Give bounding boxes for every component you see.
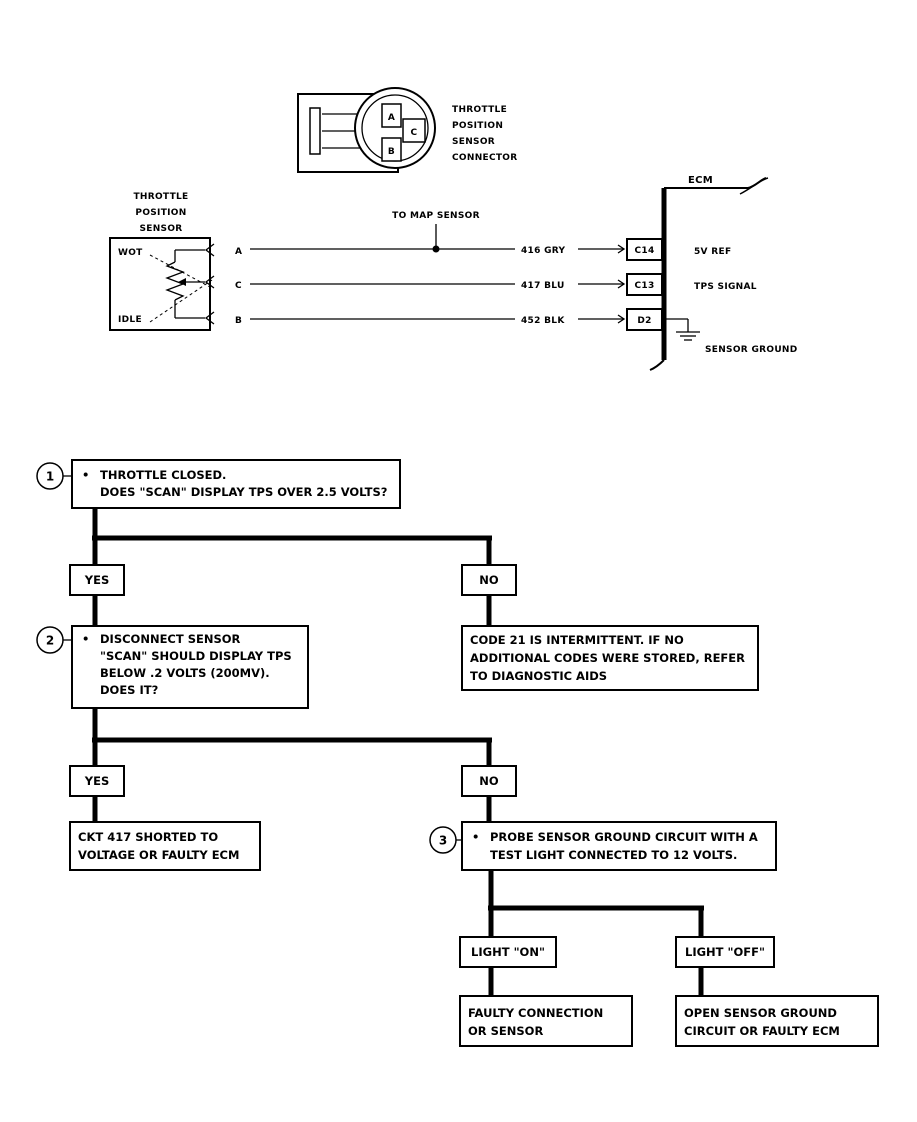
connector-label-line-2: POSITION [452,121,503,131]
connector-pin-a: A [388,113,395,123]
ecm-function-sensor-ground: SENSOR GROUND [705,345,798,355]
ecm-pin-d2: D2 [637,316,651,326]
sensor-wot-label: WOT [118,248,143,258]
sensor-pin-a: A [235,247,242,257]
no-1-label: NO [479,573,499,587]
throttle-position-sensor: THROTTLE POSITION SENSOR WOT IDLE A C B [109,192,242,331]
step-3-box [461,821,777,871]
step-2-line-4: DOES IT? [100,683,158,697]
step-2-box [71,625,309,709]
light-off-label: LIGHT "OFF" [685,945,765,959]
step-3-number: 3 [439,834,447,848]
connector-label-line-4: CONNECTOR [452,153,518,163]
light-on: LIGHT "ON" [459,936,557,968]
connector-pin-c: C [411,128,418,138]
light-off: LIGHT "OFF" [675,936,775,968]
ecm-pin-c14: C14 [634,246,654,256]
light-off-result: OPEN SENSOR GROUND CIRCUIT OR FAULTY ECM [675,995,879,1047]
step-1-box [71,459,401,509]
wire-416-gry: 416 GRY [521,246,566,256]
step-3-line-2: TEST LIGHT CONNECTED TO 12 VOLTS. [490,848,737,862]
yes-1-label: YES [84,573,109,587]
light-off-result-line-1: OPEN SENSOR GROUND [684,1006,837,1020]
sensor-label-line-3: SENSOR [139,224,182,234]
step-3-bullet: • [472,830,479,844]
tps-connector-illustration: A C B THROTTLE POSITION SENSOR CONNECTOR [297,87,518,173]
flowchart-lines [92,508,704,996]
step-1-number: 1 [46,470,54,484]
yes-2-result-line-2: VOLTAGE OR FAULTY ECM [78,848,239,862]
no-1-result-line-3: TO DIAGNOSTIC AIDS [470,669,607,683]
connector-label-line-3: SENSOR [452,137,495,147]
step-2-number: 2 [46,634,54,648]
light-on-label: LIGHT "ON" [471,945,545,959]
sensor-idle-label: IDLE [118,315,142,325]
no-1-result-line-1: CODE 21 IS INTERMITTENT. IF NO [470,633,684,647]
light-on-result-line-2: OR SENSOR [468,1024,543,1038]
step-3: 3 • PROBE SENSOR GROUND CIRCUIT WITH A T… [429,821,777,871]
sensor-label-line-2: POSITION [135,208,186,218]
yes-2-result: CKT 417 SHORTED TO VOLTAGE OR FAULTY ECM [69,821,261,871]
no-1-result: CODE 21 IS INTERMITTENT. IF NO ADDITIONA… [461,625,759,691]
light-on-result-line-1: FAULTY CONNECTION [468,1006,603,1020]
wire-452-blk: 452 BLK [521,316,565,326]
ecm-function-tps-signal: TPS SIGNAL [694,282,757,292]
light-off-result-line-2: CIRCUIT OR FAULTY ECM [684,1024,840,1038]
step-2-line-1: DISCONNECT SENSOR [100,632,241,646]
no-1-result-line-2: ADDITIONAL CODES WERE STORED, REFER [470,651,745,665]
ecm-label: ECM [688,175,713,186]
step-2-line-2: "SCAN" SHOULD DISPLAY TPS [100,649,292,663]
light-on-result: FAULTY CONNECTION OR SENSOR [459,995,633,1047]
yes-2-result-line-1: CKT 417 SHORTED TO [78,830,218,844]
no-1: NO [461,564,517,596]
connector-label-line-1: THROTTLE [452,105,507,115]
yes-2: YES [69,765,125,797]
ecm-pin-c13: C13 [634,281,654,291]
step-2-line-3: BELOW .2 VOLTS (200MV). [100,666,270,680]
connector-pin-b: B [388,147,395,157]
step-1-bullet: • [82,468,89,482]
no-2: NO [461,765,517,797]
yes-2-label: YES [84,774,109,788]
sensor-label-line-1: THROTTLE [133,192,188,202]
step-2-bullet: • [82,632,89,646]
step-2: 2 • DISCONNECT SENSOR "SCAN" SHOULD DISP… [36,625,309,709]
map-sensor-label: TO MAP SENSOR [392,211,480,221]
no-2-label: NO [479,774,499,788]
sensor-pin-c: C [235,281,242,291]
yes-1: YES [69,564,125,596]
step-1-line-2: DOES "SCAN" DISPLAY TPS OVER 2.5 VOLTS? [100,485,387,499]
ecm-function-5v-ref: 5V REF [694,247,731,257]
sensor-pin-b: B [235,316,242,326]
wire-417-blu: 417 BLU [521,281,565,291]
step-3-line-1: PROBE SENSOR GROUND CIRCUIT WITH A [490,830,758,844]
step-1-line-1: THROTTLE CLOSED. [100,468,226,482]
step-1: 1 • THROTTLE CLOSED. DOES "SCAN" DISPLAY… [36,459,401,509]
wiring: TO MAP SENSOR 416 GRY 417 BLU 452 BLK C1… [250,175,798,371]
